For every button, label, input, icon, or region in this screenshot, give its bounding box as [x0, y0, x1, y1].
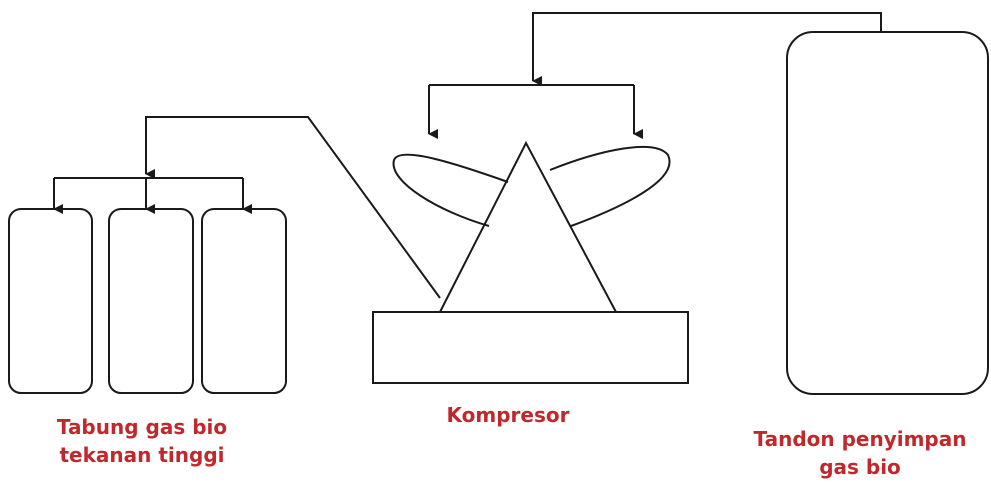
compressor-base	[372, 311, 689, 384]
storage-label-line-2: gas bio	[819, 455, 901, 479]
gas-cylinder-3	[201, 208, 287, 394]
compressor-label-line-1: Kompresor	[446, 403, 570, 427]
cylinders-label-line-2: tekanan tinggi	[59, 443, 225, 467]
cylinders-label-line-1: Tabung gas bio	[56, 415, 228, 439]
storage-outlet-pipe	[532, 12, 882, 80]
storage-tank	[786, 31, 989, 395]
compressor-body	[439, 140, 617, 313]
storage-label-line-1: Tandon penyimpan	[753, 427, 967, 451]
compressor-label: Kompresor	[420, 401, 596, 429]
storage-label: Tandon penyimpan gas bio	[740, 425, 980, 481]
compressor-discharge-pipe	[145, 116, 441, 299]
cylinders-label: Tabung gas bio tekanan tinggi	[22, 413, 262, 469]
compressor-head-right	[549, 145, 671, 227]
gas-cylinder-2	[108, 208, 194, 394]
compressor-head-left	[392, 153, 509, 227]
gas-cylinder-1	[8, 208, 93, 394]
